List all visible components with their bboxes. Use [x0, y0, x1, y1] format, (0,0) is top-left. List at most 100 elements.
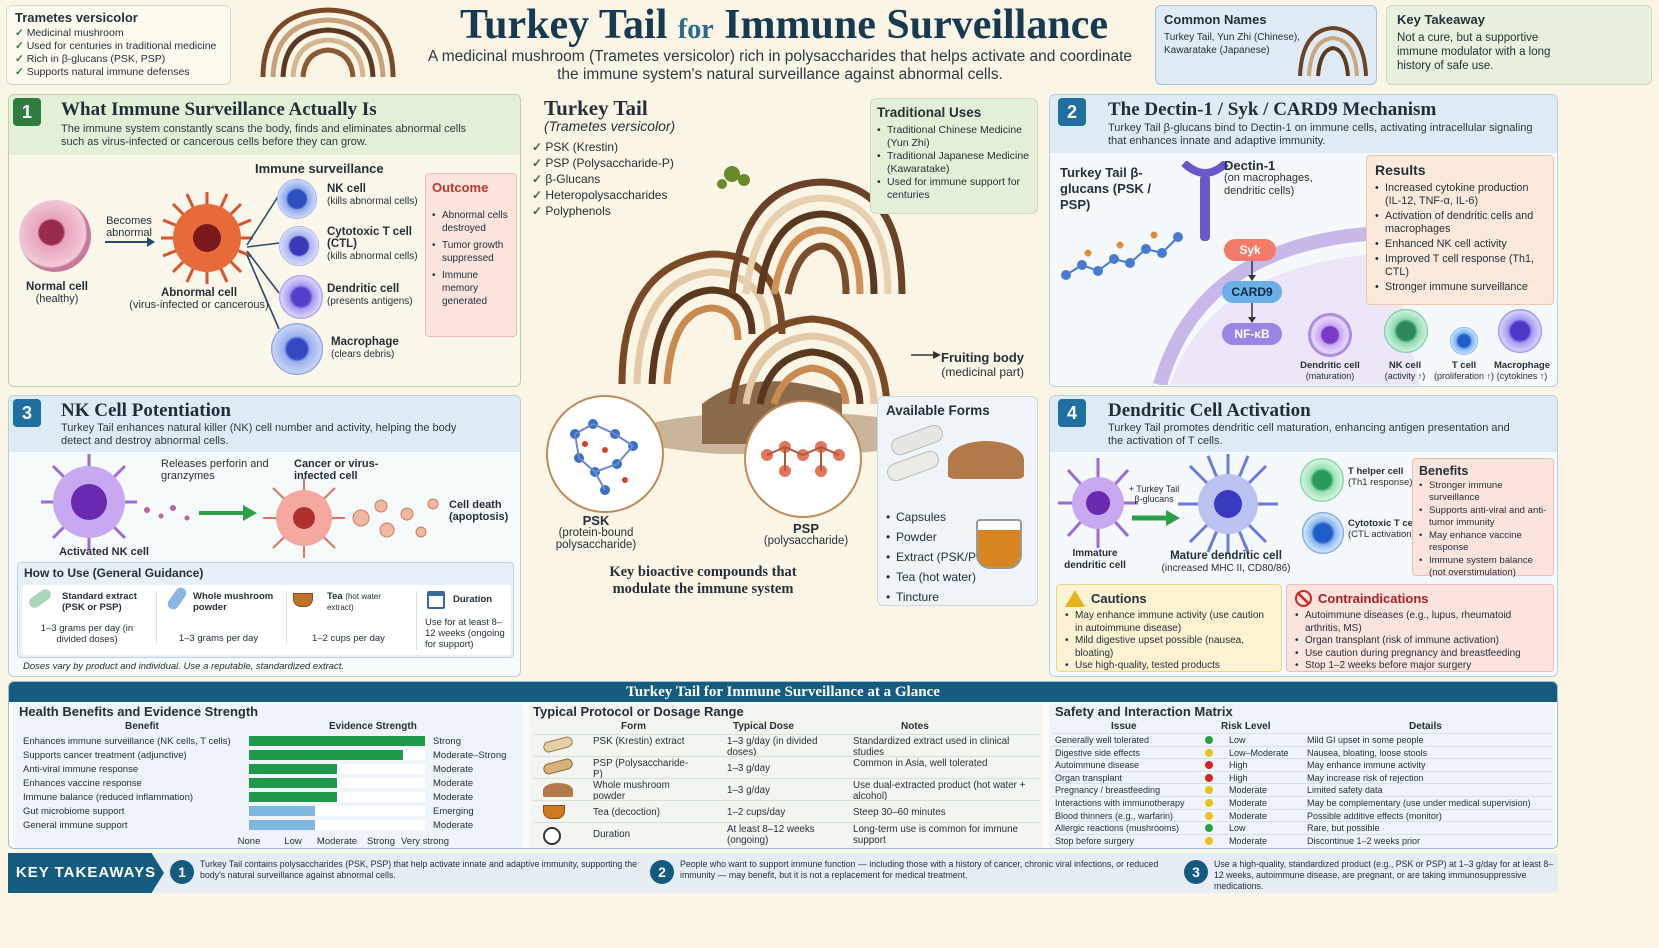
risk-dot-icon [1205, 761, 1213, 770]
abnormal-cell-sub: (virus-infected or cancerous) [129, 299, 269, 311]
evidence-label: Moderate [433, 764, 473, 775]
axis-tick-label: Low [284, 836, 302, 847]
benefit-item: Immune system balance (not overstimulati… [1419, 555, 1547, 578]
benefit-label: Anti-viral immune response [23, 764, 138, 775]
output-sub: (proliferation ↑) [1433, 371, 1495, 381]
section-2-desc: Turkey Tail β-glucans bind to Dectin-1 o… [1108, 122, 1533, 147]
capsule-pair-icon [884, 448, 942, 484]
nk-cell-label: NK cell (kills abnormal cells) [327, 183, 427, 208]
cell-sub: (kills abnormal cells) [327, 251, 418, 262]
takeaway-text: Turkey Tail contains polysaccharides (PS… [200, 859, 637, 880]
safety-issue: Allergic reactions (mushrooms) [1055, 823, 1180, 834]
axis-tick-label: None [238, 836, 261, 847]
cell-sub: (clears debris) [331, 349, 395, 360]
psp-molecule-icon [744, 400, 862, 518]
caution-item: Mild digestive upset possible (nausea, b… [1065, 635, 1273, 660]
mature-dendritic-icon [1178, 454, 1278, 554]
protocol-notes: Steep 30–60 minutes [853, 807, 946, 818]
capsule-icon [27, 587, 53, 610]
risk-dot-icon [1205, 786, 1213, 795]
compound-item: Polyphenols [532, 203, 674, 219]
intro-title: Trametes versicolor [15, 10, 138, 25]
center-title: Turkey Tail [544, 96, 648, 120]
safety-issue: Autoimmune disease [1055, 760, 1140, 771]
howto-title: Tea [327, 591, 343, 602]
abnormal-cell-name: Abnormal cell [160, 287, 238, 299]
immature-dendritic-icon [1058, 458, 1138, 548]
protocol-dose: 1–2 cups/day [727, 807, 786, 818]
trad-item: Traditional Chinese Medicine (Yun Zhi) [877, 124, 1031, 150]
howto-title: Whole mushroom powder [193, 591, 274, 613]
safety-level: High [1229, 760, 1248, 771]
protocol-notes: Use dual-extracted product (hot water + … [853, 780, 1026, 802]
intro-item: Used for centuries in traditional medici… [15, 40, 222, 53]
cytotoxic-t-cell-icon [1302, 512, 1344, 554]
benefit-item: Supports anti-viral and anti-tumor immun… [1419, 505, 1547, 528]
protocol-notes: Standardized extract used in clinical st… [853, 736, 1010, 758]
center-panel: Turkey Tail (Trametes versicolor) PSK (K… [527, 94, 1043, 607]
benefit-label: General immune support [23, 820, 128, 831]
cautions-box: Cautions May enhance immune activity (us… [1056, 584, 1282, 672]
safety-issue: Pregnancy / breastfeeding [1055, 785, 1161, 796]
section-3-header-band [9, 396, 520, 452]
output-label: T cell(proliferation ↑) [1428, 361, 1500, 382]
intro-item: Rich in β-glucans (PSK, PSP) [15, 53, 222, 66]
warning-icon [1065, 590, 1085, 607]
page-subtitle: A medicinal mushroom (Trametes versicolo… [405, 48, 1155, 84]
section-4-header-band [1050, 396, 1557, 452]
mushroom-header-image [260, 7, 396, 78]
nk-cell-icon [1384, 309, 1428, 353]
takeaway-text: Use a high-quality, standardized product… [1214, 859, 1554, 891]
form-item: Tincture [886, 587, 996, 607]
protocol-form: PSK (Krestin) extract [593, 736, 685, 747]
fruiting-title: Fruiting body [941, 350, 1025, 365]
th-name: T helper cell [1348, 466, 1404, 477]
section-1-title: What Immune Surveillance Actually Is [61, 99, 377, 120]
section-2-panel: 2 The Dectin-1 / Syk / CARD9 Mechanism T… [1049, 94, 1558, 387]
col-notes: Notes [901, 721, 929, 732]
result-item: Enhanced NK cell activity [1375, 238, 1545, 251]
title-part-a: Turkey Tail [460, 2, 668, 48]
safety-level: Moderate [1229, 785, 1268, 796]
protocol-title: Typical Protocol or Dosage Range [533, 704, 744, 719]
contra-item: Autoimmune diseases (e.g., lupus, rheuma… [1295, 610, 1545, 635]
syk-node: Syk [1224, 239, 1276, 261]
card9-node: CARD9 [1222, 281, 1282, 303]
howto-text: 1–3 grams per day [178, 633, 259, 644]
output-sub: (activity ↑) [1384, 371, 1426, 381]
cautions-header: Cautions [1065, 590, 1273, 607]
ctl-sub: (CTL activation) [1348, 529, 1415, 540]
glance-title: Turkey Tail for Immune Surveillance at a… [9, 682, 1557, 702]
howto-title: Standard extract (PSK or PSP) [62, 591, 137, 613]
psp-name: PSP [792, 521, 819, 536]
nk-cell-icon [277, 179, 317, 219]
outcome-item: Abnormal cells destroyed [432, 209, 510, 235]
col-strength: Evidence Strength [329, 721, 417, 732]
dosage-note: Doses vary by product and individual. Us… [23, 661, 345, 672]
becomes-abnormal-label: Becomes abnormal [106, 215, 152, 239]
cautions-title: Cautions [1091, 591, 1147, 606]
subtitle-line: the immune system's natural surveillance… [557, 66, 1003, 83]
results-title: Results [1375, 162, 1426, 178]
signal-arrows [1248, 261, 1256, 323]
safety-issue: Organ transplant [1055, 772, 1123, 783]
mushroom-icon [1298, 25, 1368, 77]
risk-dot-icon [1205, 799, 1213, 807]
glance-panel: Turkey Tail for Immune Surveillance at a… [8, 681, 1558, 849]
howto-col: Duration Use for at least 8–12 weeks (on… [416, 591, 510, 650]
section-2-header-band [1050, 95, 1557, 153]
compound-item: PSP (Polysaccharide-P) [532, 155, 674, 171]
capsule-icon [542, 757, 574, 776]
benefits-box: Benefits Stronger immune surveillance Su… [1412, 458, 1554, 578]
caution-item: May enhance immune activity (use caution… [1065, 610, 1273, 635]
section-2-number: 2 [1058, 98, 1086, 126]
form-item: Extract (PSK/PSP) [886, 547, 996, 567]
risk-dot-icon [1205, 736, 1213, 744]
available-forms-box: Available Forms Capsules Powder Extract … [877, 396, 1038, 607]
cell-name: Cytotoxic T cell (CTL) [327, 226, 412, 250]
